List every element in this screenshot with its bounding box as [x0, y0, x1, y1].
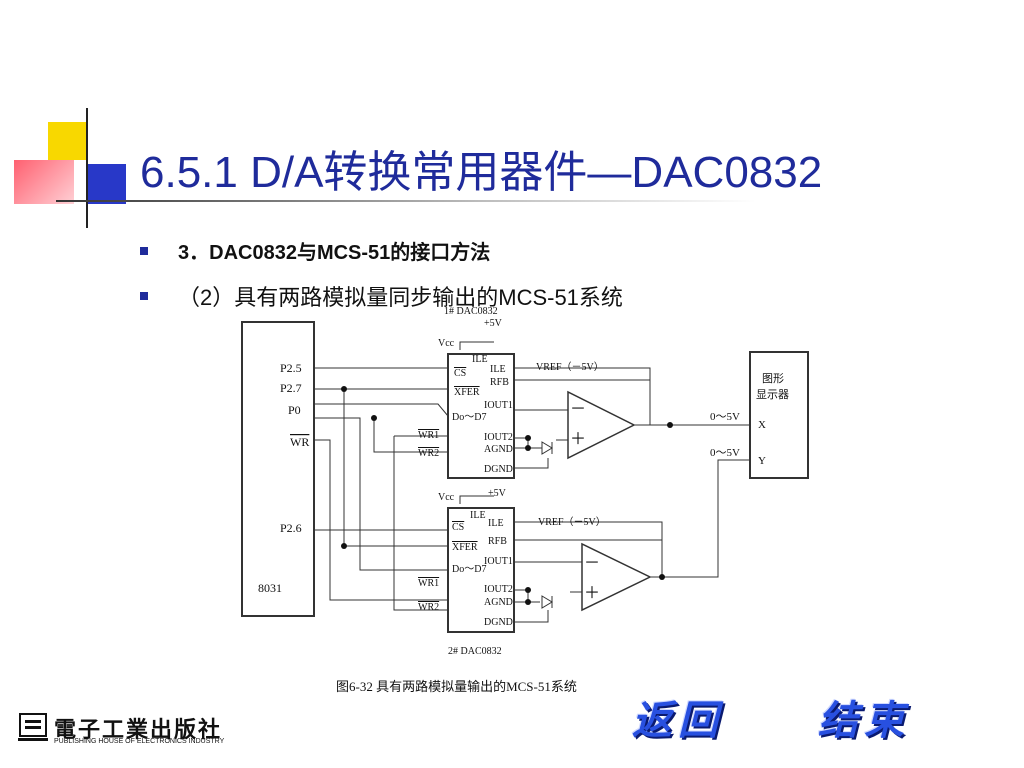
display-box [749, 351, 809, 479]
end-button[interactable]: 结束 [818, 698, 910, 744]
svg-text:AGND: AGND [484, 444, 513, 455]
dac2-vcc: Vcc [438, 492, 455, 503]
publisher-logo-icon [18, 713, 48, 741]
publisher-name-en: PUBLISHING HOUSE OF ELECTRONICS INDUSTRY [54, 738, 225, 745]
svg-text:＋: ＋ [570, 431, 586, 448]
svg-text:RFB: RFB [488, 536, 507, 547]
svg-text:ILE: ILE [470, 510, 486, 521]
dac2-label: 2# DAC0832 [448, 646, 502, 657]
cpu-pin-p27: P2.7 [280, 381, 302, 395]
bullet-text: 3．DAC0832与MCS-51的接口方法 [178, 242, 491, 264]
svg-text:X: X [758, 419, 766, 431]
slide-title: 6.5.1 D/A转换常用器件—DAC0832 [140, 148, 823, 197]
svg-text:Do～D7: Do～D7 [452, 412, 486, 423]
svg-text:CS: CS [454, 368, 466, 379]
circuit-diagram: P2.5 P2.7 P0 WR P2.6 8031 1# DAC0832 +5V… [241, 306, 809, 657]
svg-text:WR2: WR2 [418, 448, 439, 459]
svg-text:RFB: RFB [490, 377, 509, 388]
svg-text:WR1: WR1 [418, 578, 439, 589]
dac1-supply: +5V [484, 318, 503, 329]
cpu-pin-p0: P0 [288, 403, 301, 417]
svg-text:＋: ＋ [584, 585, 600, 602]
decor-horizontal-line [56, 200, 756, 202]
svg-text:IOUT1: IOUT1 [484, 400, 513, 411]
svg-text:IOUT2: IOUT2 [484, 432, 513, 443]
cpu-name: 8031 [258, 581, 282, 595]
svg-text:IOUT2: IOUT2 [484, 584, 513, 595]
svg-text:DGND: DGND [484, 617, 513, 628]
bullet-text: （2）具有两路模拟量同步输出的MCS-51系统 [178, 285, 623, 310]
opamp-1 [567, 390, 636, 460]
decor-vertical-line [86, 108, 88, 228]
decor-yellow-square [48, 122, 86, 160]
svg-text:ILE: ILE [490, 364, 506, 375]
dac2-vref: VREF（－5V） [538, 516, 606, 528]
cpu-pin-wr: WR [290, 435, 309, 449]
svg-text:－: － [570, 401, 586, 418]
bullet-square-icon [140, 292, 148, 300]
bullet-item: （2）具有两路模拟量同步输出的MCS-51系统 [140, 280, 623, 312]
figure-caption: 图6-32 具有两路模拟量输出的MCS-51系统 [336, 679, 577, 694]
dac1-label: 1# DAC0832 [444, 306, 498, 317]
bullet-square-icon [140, 246, 148, 255]
svg-text:显示器: 显示器 [756, 388, 789, 401]
svg-text:Y: Y [758, 455, 766, 467]
cpu-8031-box [241, 321, 315, 617]
dac1-vcc: Vcc [438, 338, 455, 349]
publisher-name-cn: 電子工業出版社 [54, 717, 223, 743]
svg-text:DGND: DGND [484, 464, 513, 475]
svg-text:图形: 图形 [762, 372, 784, 385]
svg-text:CS: CS [452, 522, 464, 533]
svg-text:ILE: ILE [472, 354, 488, 365]
dac2-supply: +5V [488, 488, 507, 499]
svg-text:XFER: XFER [454, 387, 480, 398]
back-button[interactable]: 返回 [632, 698, 724, 744]
svg-text:ILE: ILE [488, 518, 504, 529]
svg-text:0～5V: 0～5V [710, 447, 740, 459]
cpu-pin-p26: P2.6 [280, 521, 302, 535]
svg-text:IOUT1: IOUT1 [484, 556, 513, 567]
opamp-2 [581, 542, 652, 612]
svg-text:0～5V: 0～5V [710, 411, 740, 423]
svg-text:Do～D7: Do～D7 [452, 564, 486, 575]
bullet-item: 3．DAC0832与MCS-51的接口方法 [140, 236, 490, 265]
dac1-vref: VREF（－5V） [536, 361, 604, 373]
decor-blue-square [86, 164, 126, 204]
svg-text:WR1: WR1 [418, 430, 439, 441]
decor-red-square [14, 160, 74, 204]
svg-text:－: － [584, 555, 600, 572]
svg-text:AGND: AGND [484, 597, 513, 608]
svg-text:XFER: XFER [452, 542, 478, 553]
cpu-pin-p25: P2.5 [280, 361, 302, 375]
svg-text:WR2: WR2 [418, 602, 439, 613]
